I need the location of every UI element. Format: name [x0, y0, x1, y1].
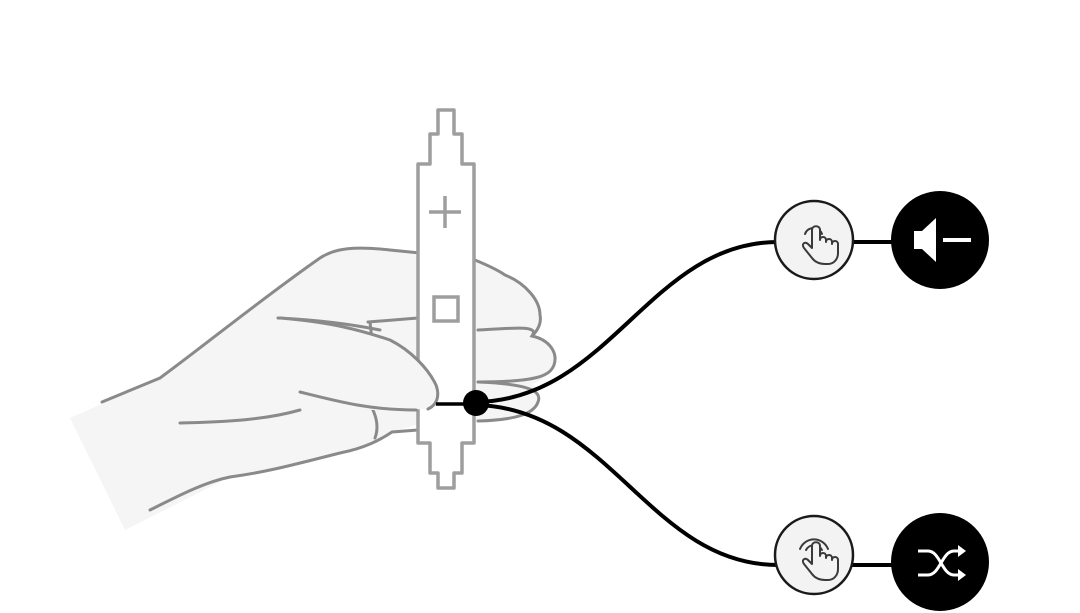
- square-icon[interactable]: [432, 295, 460, 323]
- thumb-lower-contour: [298, 390, 418, 412]
- hand-crease-2: [366, 316, 420, 324]
- gesture-row-1: [773, 191, 989, 289]
- hand-crease-5: [370, 406, 379, 440]
- hand-finger-curl-2: [476, 380, 541, 423]
- wire-lower: [475, 403, 779, 567]
- remote-control: [416, 108, 476, 490]
- gesture-row-2: [773, 513, 989, 611]
- plus-icon[interactable]: [429, 196, 461, 228]
- remote-body: [416, 108, 476, 490]
- thumb-fill: [270, 318, 438, 410]
- double-tap-icon: [773, 514, 855, 596]
- hand-crease-4: [178, 408, 302, 425]
- volume-down-icon: [891, 191, 989, 289]
- hand-thumb: [270, 316, 440, 412]
- thumb-contour: [278, 316, 440, 411]
- wire-upper: [475, 240, 779, 404]
- junction-dot: [463, 390, 489, 416]
- tap-hold-icon: [773, 199, 855, 281]
- shuffle-icon: [891, 513, 989, 611]
- hand-finger-curl-1: [476, 326, 557, 384]
- connector-wires: [436, 240, 900, 567]
- hand-lower-contour: [148, 428, 420, 512]
